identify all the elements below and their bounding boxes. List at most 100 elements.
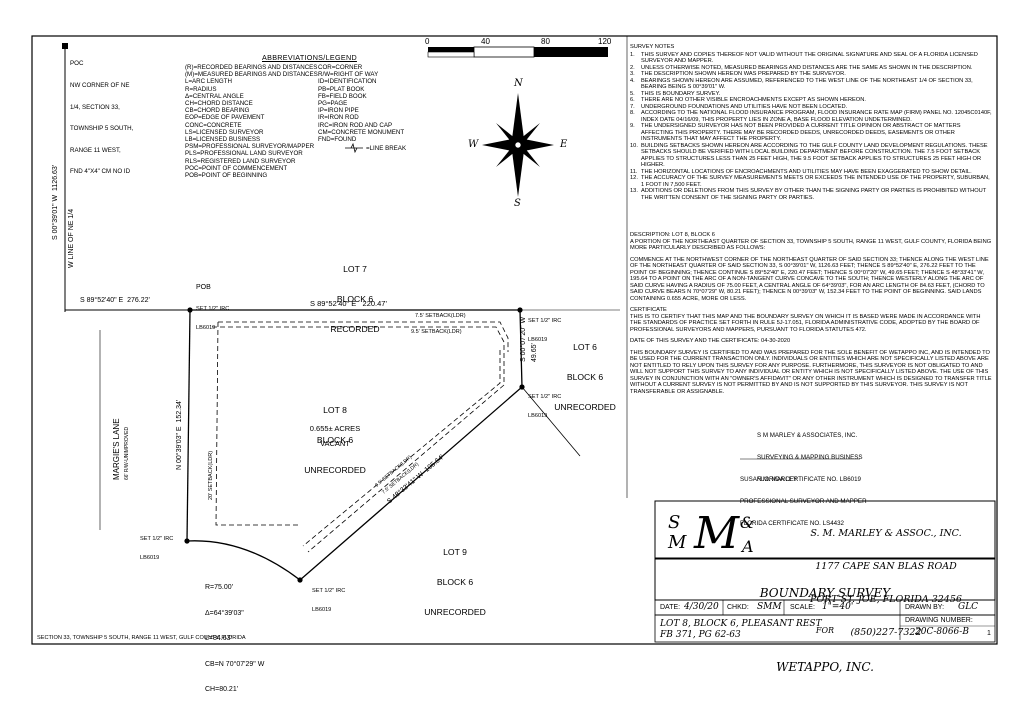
note-text: UNDERGROUND FOUNDATIONS AND UTILITIES HA…: [641, 103, 848, 110]
pob-label: POB: [196, 284, 211, 291]
irc-w: SET 1/2" IRC LB6019: [140, 523, 173, 568]
legend-entry: POB=POINT OF BEGINNING: [185, 172, 268, 180]
lot7-label: LOT 7 BLOCK 6 RECORDED: [310, 244, 400, 344]
legend-entry: LB=LICENSED BUSINESS: [185, 136, 261, 144]
setback-20-line: [215, 321, 300, 526]
survey-note: 2.UNLESS OTHERWISE NOTED, MEASURED BEARI…: [630, 65, 992, 72]
irc-text: LB6019: [312, 607, 332, 614]
survey-for: FOR: [815, 626, 835, 635]
legend-entry: IP=IRON PIPE: [318, 107, 359, 115]
surveyor-line: PROFESSIONAL SURVEYOR AND MAPPER: [740, 498, 867, 506]
poc-line: POC: [70, 60, 84, 68]
scale-bar: [427, 46, 608, 58]
firm-logo: S M M & A: [667, 508, 754, 559]
note-number: 9.: [630, 123, 635, 129]
legend-line-break: =LINE BREAK: [366, 145, 407, 152]
note-number: 6.: [630, 97, 635, 103]
legend-entry: CM=CONCRETE MONUMENT: [318, 128, 405, 136]
company-line: S M MARLEY & ASSOCIATES, INC.: [757, 432, 858, 440]
survey-note: 11.THE HORIZONTAL LOCATIONS OF ENCROACHM…: [630, 169, 992, 176]
legend-title: ABBREVIATIONS/LEGEND: [262, 53, 357, 62]
west-line-label: W LINE OF NE 1/4: [68, 208, 75, 268]
svg-text:S: S: [668, 512, 680, 533]
surveyor-block: SUSAN M. MARLEY PROFESSIONAL SURVEYOR AN…: [740, 462, 867, 534]
legend-entry: POC=POINT OF COMMENCEMENT: [185, 164, 288, 172]
compass-w: W: [468, 139, 479, 150]
note-number: 1.: [630, 51, 635, 58]
lot-text: BLOCK 6: [336, 294, 374, 304]
scale-tick: 0: [425, 37, 430, 46]
legend-entry: IR=IRON ROD: [318, 114, 359, 122]
compass-rose: [482, 93, 554, 197]
irc-s: SET 1/2" IRC LB6019: [312, 575, 345, 620]
setback-75-line: [218, 321, 509, 352]
scale-tick: 80: [541, 37, 550, 46]
legend-entry: RLS=REGISTERED LAND SURVEYOR: [185, 157, 296, 165]
lot8-west-line: [186, 309, 191, 542]
setback-95-line: [212, 326, 505, 553]
survey-note: 7. UNDERGROUND FOUNDATIONS AND UTILITIES …: [630, 104, 992, 111]
setback-20-label: 20' SETBACK(LDR): [208, 450, 214, 500]
irc-text: SET 1/2" IRC: [312, 587, 346, 594]
description-head: DESCRIPTION: LOT 8, BLOCK 6: [630, 232, 715, 238]
note-number: 13.: [630, 188, 638, 194]
legend-entry: CONC=CONCRETE: [185, 121, 242, 129]
lot-text: UNRECORDED: [424, 607, 486, 617]
note-number: 7.: [630, 103, 635, 110]
survey-note: 9.THE UNDERSIGNED SURVEYOR HAS NOT BEEN …: [630, 123, 992, 143]
drawn-value: GLC: [958, 602, 979, 612]
east-dist: 49.65': [531, 343, 538, 362]
irc-text: SET 1/2" IRC: [528, 317, 562, 324]
lot8-boundary: [190, 309, 523, 581]
lane-sub: 66' R/W-UNIMPROVED: [124, 426, 130, 480]
lot-text: UNRECORDED: [554, 402, 616, 412]
poc-line: 1/4, SECTION 33,: [70, 103, 120, 111]
legend-entry: COR=CORNER: [318, 64, 363, 71]
survey-client: WETAPPO, INC.: [776, 660, 874, 674]
poc-line: NW CORNER OF NE: [70, 82, 130, 90]
compass-s: S: [514, 198, 521, 209]
legend-entry: (R)=RECORDED BEARINGS AND DISTANCES: [185, 64, 318, 71]
lot-row: [654, 614, 996, 643]
note-text: ACCORDING TO THE NATIONAL FLOOD INSURANC…: [641, 110, 992, 123]
survey-note: 3.THE DESCRIPTION SHOWN HEREON WAS PREPA…: [630, 71, 992, 78]
description-block: DESCRIPTION: LOT 8, BLOCK 6 A PORTION OF…: [630, 232, 992, 395]
acres-label: 0.655± ACRES: [309, 424, 361, 433]
use-statement: THIS BOUNDARY SURVEY IS CERTIFIED TO AND…: [630, 349, 992, 395]
survey-note: 8. ACCORDING TO THE NATIONAL FLOOD INSURA…: [630, 110, 992, 123]
lot8-label: LOT 8 BLOCK 6 UNRECORDED: [285, 385, 385, 485]
company-block: S M MARLEY & ASSOCIATES, INC. SURVEYING …: [757, 418, 862, 490]
scale-tick: 120: [598, 37, 612, 46]
note-text: ADDITIONS OR DELETIONS FROM THIS SURVEY …: [641, 188, 987, 201]
note-number: 8.: [630, 110, 635, 116]
firm-info: S. M. MARLEY & ASSOC., INC. 1177 CAPE SA…: [786, 506, 986, 649]
scale-value: 1"=40': [822, 602, 854, 612]
line-break-icon: [345, 142, 363, 154]
legend-entry: R/W=RIGHT OF WAY: [318, 71, 379, 79]
sheet-border: [31, 35, 998, 645]
chkd-value: SMM: [757, 602, 782, 612]
survey-note: 6. THERE ARE NO OTHER VISIBLE ENCROACHMEN…: [630, 97, 992, 104]
surveyor-line: SUSAN M. MARLEY: [740, 476, 798, 484]
legend-entry: IRC=IRON ROD AND CAP: [318, 121, 393, 129]
description-intro: A PORTION OF THE NORTHEAST QUARTER OF SE…: [630, 238, 992, 252]
irc-pob: SET 1/2" IRC LB6019: [196, 293, 229, 338]
note-number: 12.: [630, 175, 638, 181]
irc-text: SET 1/2" IRC: [196, 305, 230, 312]
curve-line: R=75.00': [205, 584, 233, 591]
pob-bearing: S 89°52'40" E 276.22': [80, 297, 150, 304]
legend-entry: L=ARC LENGTH: [185, 78, 232, 86]
svg-text:M: M: [667, 532, 687, 553]
legend-entry: Δ=CENTRAL ANGLE: [185, 92, 244, 100]
firm-name: S. M. MARLEY & ASSOC., INC.: [810, 528, 962, 539]
note-text: THE ACCURACY OF THE SURVEY MEASUREMENTS …: [641, 175, 990, 188]
legend-entry: PSM=PROFESSIONAL SURVEYOR/MAPPER: [185, 143, 315, 151]
note-text: THERE ARE NO OTHER VISIBLE ENCROACHMENTS…: [641, 97, 866, 103]
survey-note: 5.THIS IS BOUNDARY SURVEY.: [630, 91, 992, 98]
drawing-number-label: DRAWING NUMBER:: [905, 617, 973, 624]
irc-text: LB6019: [140, 555, 160, 562]
certificate-date: DATE OF THIS SURVEY AND THE CERTIFICATE:…: [630, 338, 791, 344]
poc-line: RANGE 11 WEST,: [70, 146, 121, 154]
company-line: FLORIDA CERTIFICATE NO. LB6019: [757, 475, 861, 483]
note-number: 3.: [630, 71, 635, 77]
